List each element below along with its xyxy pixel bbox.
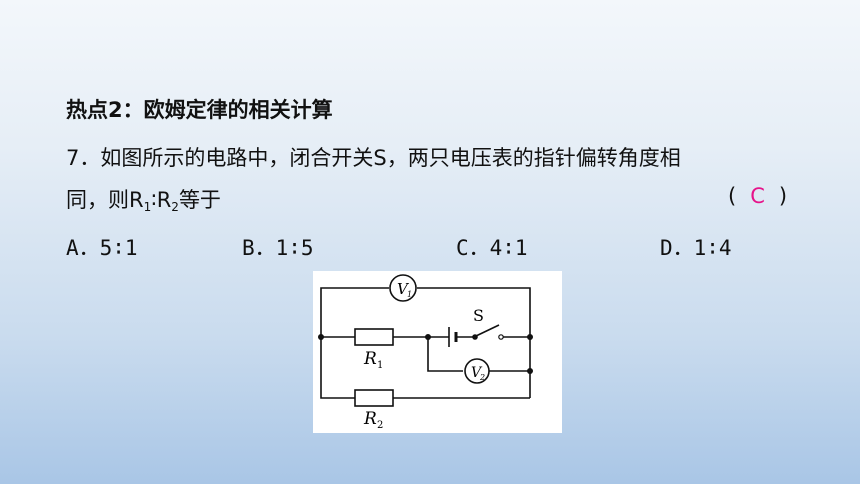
r2-label: R: [363, 409, 377, 429]
answer-paren-close: ): [778, 184, 788, 208]
wire-top-right: [417, 287, 531, 337]
question-text-pre: 同，则R: [66, 188, 144, 212]
wire-top-left: [320, 287, 389, 337]
circuit-svg: V 1 V 2 S R 1 R 2: [318, 274, 533, 431]
answer-box: ( C): [728, 184, 787, 208]
option-a: A．5∶1: [66, 236, 138, 260]
answer-paren-open: (: [728, 184, 737, 208]
question-text-line-2: 同，则R1∶R2等于: [66, 184, 221, 214]
junction-dot: [318, 334, 324, 340]
resistor-r2-icon: [354, 389, 394, 407]
wire-v2-left: [427, 337, 463, 372]
v1-label: V: [397, 280, 410, 298]
junction-dot: [425, 334, 431, 340]
wire-bottom-left: [320, 337, 355, 399]
question-text-line-1: 7．如图所示的电路中，闭合开关S，两只电压表的指针偏转角度相: [66, 146, 681, 170]
r2-subscript: 2: [171, 200, 179, 214]
circuit-diagram: V 1 V 2 S R 1 R 2: [313, 271, 562, 433]
switch-label: S: [473, 306, 484, 325]
v2-label: V: [471, 365, 483, 381]
r1-label-subscript: 1: [377, 360, 383, 371]
r1-label: R: [363, 349, 377, 369]
answer-letter: C: [750, 184, 765, 208]
section-heading: 热点2：欧姆定律的相关计算: [66, 98, 333, 122]
option-d: D．1∶4: [660, 236, 732, 260]
r1-subscript: 1: [143, 200, 152, 214]
option-b: B．1∶5: [242, 236, 314, 260]
switch-lever-icon: [475, 324, 500, 337]
resistor-r1-icon: [354, 328, 394, 346]
v2-subscript: 2: [479, 373, 485, 382]
question-ratio-colon: ∶R: [151, 188, 172, 212]
junction-dot: [527, 368, 533, 374]
option-c: C．4∶1: [456, 236, 528, 260]
junction-dot: [527, 334, 533, 340]
question-text-post: 等于: [178, 188, 221, 212]
v1-subscript: 1: [407, 290, 412, 299]
r2-label-subscript: 2: [377, 420, 383, 431]
switch-contact: [498, 334, 504, 340]
voltmeter-v1-icon: [389, 274, 417, 302]
